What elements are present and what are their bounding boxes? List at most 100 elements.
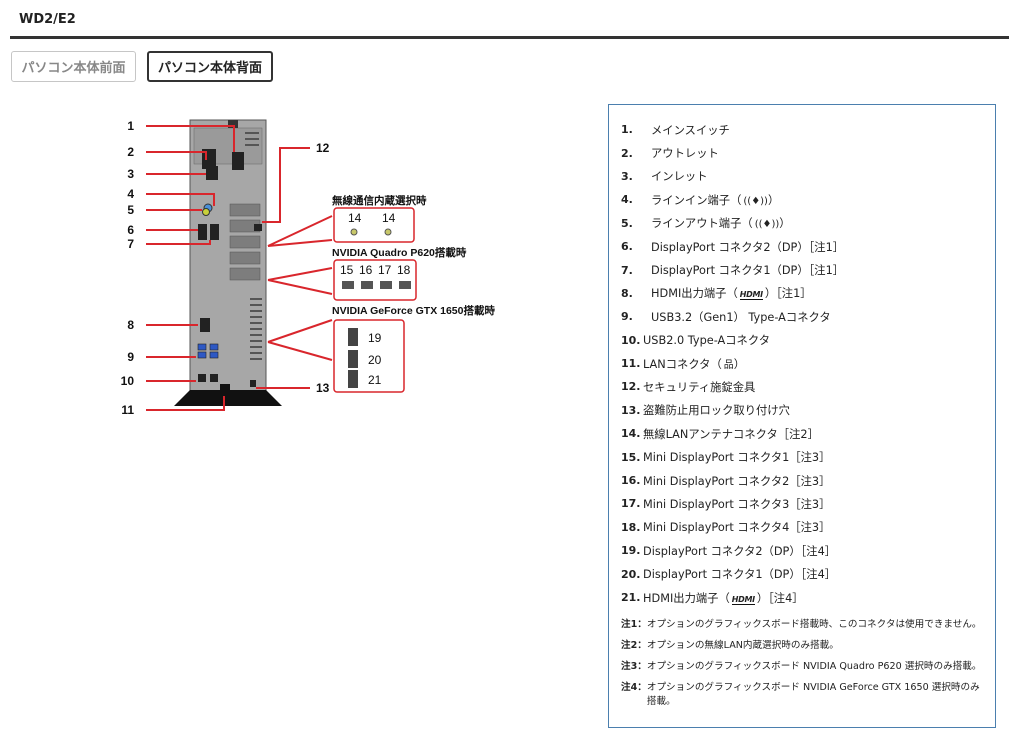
legend-text: DisplayPort コネクタ1（DP）［注4］ bbox=[643, 566, 836, 582]
tab-front-view[interactable]: パソコン本体前面 bbox=[11, 51, 136, 82]
legend-label: USB2.0 Type-Aコネクタ bbox=[643, 334, 770, 348]
legend-text: USB3.2（Gen1） Type-Aコネクタ bbox=[651, 309, 831, 325]
legend-label: HDMI出力端子（ bbox=[651, 287, 738, 301]
callout-6: 6 bbox=[127, 223, 134, 237]
legend-label: USB3.2（Gen1） Type-Aコネクタ bbox=[651, 310, 831, 324]
usb20-ports bbox=[198, 374, 218, 382]
note-label: 注1： bbox=[621, 619, 647, 631]
audio-in-icon: ((♦)) bbox=[743, 195, 768, 207]
callout-10: 10 bbox=[121, 374, 135, 388]
legend-label: Mini DisplayPort コネクタ1［注3］ bbox=[643, 451, 831, 465]
legend-text: メインスイッチ bbox=[651, 122, 730, 138]
legend-label: LANコネクタ（ bbox=[643, 357, 722, 371]
audio-out-icon: ((♦)) bbox=[754, 219, 780, 231]
legend-number: 19. bbox=[621, 544, 641, 558]
title-divider bbox=[10, 36, 1009, 39]
legend-item: 19.DisplayPort コネクタ2（DP）［注4］ bbox=[621, 539, 983, 562]
legend-text: Mini DisplayPort コネクタ4［注3］ bbox=[643, 519, 830, 535]
legend-label: セキュリティ施錠金具 bbox=[643, 380, 756, 394]
legend-label-suffix: ）［注4］ bbox=[756, 591, 804, 605]
legend-notes: 注1：オプションのグラフィックスボード搭載時、このコネクタは使用できません。注2… bbox=[621, 618, 983, 709]
legend-number: 12. bbox=[621, 380, 641, 394]
svg-text:17: 17 bbox=[378, 263, 392, 277]
note-text: オプションの無線LAN内蔵選択時のみ搭載。 bbox=[646, 640, 839, 652]
legend-item: 4. ラインイン端子（((♦))） bbox=[621, 188, 983, 211]
legend-number: 18. bbox=[621, 520, 641, 534]
callout-8: 8 bbox=[127, 318, 134, 332]
callout-3: 3 bbox=[127, 167, 134, 181]
legend-label: DisplayPort コネクタ1（DP）［注1］ bbox=[651, 264, 845, 278]
legend-text: ラインイン端子（((♦))） bbox=[651, 192, 779, 208]
legend-item: 3. インレット bbox=[621, 165, 983, 188]
rear-panel-figure: 1 2 3 4 5 6 7 8 9 10 11 12 13 無線通信内蔵選択時 … bbox=[110, 108, 500, 428]
svg-text:20: 20 bbox=[368, 353, 382, 367]
note-label: 注2： bbox=[621, 640, 647, 652]
lock-hole bbox=[250, 380, 256, 387]
legend-number: 15. bbox=[621, 450, 641, 464]
note-item: 注1：オプションのグラフィックスボード搭載時、このコネクタは使用できません。 bbox=[621, 618, 983, 632]
legend-label: 無線LANアンテナコネクタ［注2］ bbox=[643, 427, 819, 441]
legend-number: 3. bbox=[621, 169, 633, 183]
legend-item: 5.ラインアウト端子（((♦))） bbox=[621, 212, 983, 235]
legend-text: インレット bbox=[651, 168, 708, 184]
note-item: 注4：オプションのグラフィックスボード NVIDIA GeForce GTX 1… bbox=[621, 681, 983, 709]
legend-item: 16.Mini DisplayPort コネクタ2［注3］ bbox=[621, 469, 983, 492]
stand-base bbox=[174, 390, 282, 406]
power-inlet bbox=[206, 166, 218, 180]
legend-item: 6. DisplayPort コネクタ2（DP）［注1］ bbox=[621, 235, 983, 258]
legend-number: 7. bbox=[621, 263, 633, 277]
vent-grille bbox=[245, 132, 262, 360]
legend-item: 11.LANコネクタ（品） bbox=[621, 352, 983, 375]
legend-text: セキュリティ施錠金具 bbox=[643, 379, 755, 395]
legend-text: USB2.0 Type-Aコネクタ bbox=[643, 332, 770, 348]
legend-number: 4. bbox=[621, 193, 633, 207]
legend-label: DisplayPort コネクタ2（DP）［注1］ bbox=[651, 240, 845, 254]
legend-text: Mini DisplayPort コネクタ2［注3］ bbox=[643, 473, 830, 489]
security-bracket bbox=[254, 224, 262, 231]
note-label: 注3： bbox=[621, 661, 647, 673]
legend-label: DisplayPort コネクタ1（DP）［注4］ bbox=[643, 568, 837, 582]
callout-9: 9 bbox=[127, 350, 134, 364]
note-text: オプションのグラフィックスボード NVIDIA Quadro P620 選択時の… bbox=[646, 661, 982, 673]
legend-label-suffix: ） bbox=[733, 357, 746, 371]
callout-12: 12 bbox=[316, 141, 330, 155]
rear-panel-diagram: 1 2 3 4 5 6 7 8 9 10 11 12 13 無線通信内蔵選択時 … bbox=[121, 119, 496, 417]
legend-number: 1. bbox=[621, 123, 633, 137]
wireless-port-label-a: 14 bbox=[348, 211, 362, 225]
wireless-port-label-b: 14 bbox=[382, 211, 396, 225]
legend-number: 13. bbox=[621, 403, 641, 417]
legend-number: 20. bbox=[621, 567, 641, 581]
antenna-connector-a bbox=[350, 228, 358, 236]
legend-number: 6. bbox=[621, 240, 633, 254]
legend-item: 18.Mini DisplayPort コネクタ4［注3］ bbox=[621, 516, 983, 539]
note-item: 注2：オプションの無線LAN内蔵選択時のみ搭載。 bbox=[621, 639, 983, 653]
legend-text: DisplayPort コネクタ1（DP）［注1］ bbox=[651, 262, 844, 278]
legend-number: 9. bbox=[621, 310, 633, 324]
legend-text: Mini DisplayPort コネクタ3［注3］ bbox=[643, 496, 830, 512]
legend-item: 1. メインスイッチ bbox=[621, 118, 983, 141]
legend-text: 盗難防止用ロック取り付け穴 bbox=[643, 402, 790, 418]
switch-top bbox=[228, 120, 238, 128]
svg-text:15: 15 bbox=[340, 263, 354, 277]
svg-text:16: 16 bbox=[359, 263, 373, 277]
gtx-ports bbox=[348, 328, 358, 388]
legend-text: 無線LANアンテナコネクタ［注2］ bbox=[643, 426, 819, 442]
wireless-label: 無線通信内蔵選択時 bbox=[332, 194, 427, 207]
tab-back-view[interactable]: パソコン本体背面 bbox=[147, 51, 273, 82]
legend-label-suffix: ） bbox=[779, 217, 791, 231]
callout-2: 2 bbox=[127, 145, 134, 159]
legend-label: Mini DisplayPort コネクタ3［注3］ bbox=[643, 497, 831, 511]
displayport-2 bbox=[198, 224, 207, 240]
main-switch bbox=[232, 152, 244, 170]
legend-text: アウトレット bbox=[651, 145, 719, 161]
expansion-slots bbox=[229, 203, 261, 281]
mini-dp-ports bbox=[342, 281, 411, 289]
legend-item: 13.盗難防止用ロック取り付け穴 bbox=[621, 399, 983, 422]
legend-item: 9. USB3.2（Gen1） Type-Aコネクタ bbox=[621, 305, 983, 328]
legend-text: ラインアウト端子（((♦))） bbox=[651, 215, 791, 231]
legend-item: 10.USB2.0 Type-Aコネクタ bbox=[621, 329, 983, 352]
svg-text:18: 18 bbox=[397, 263, 411, 277]
legend-text: HDMI出力端子（HDMI）［注4］ bbox=[643, 590, 804, 606]
